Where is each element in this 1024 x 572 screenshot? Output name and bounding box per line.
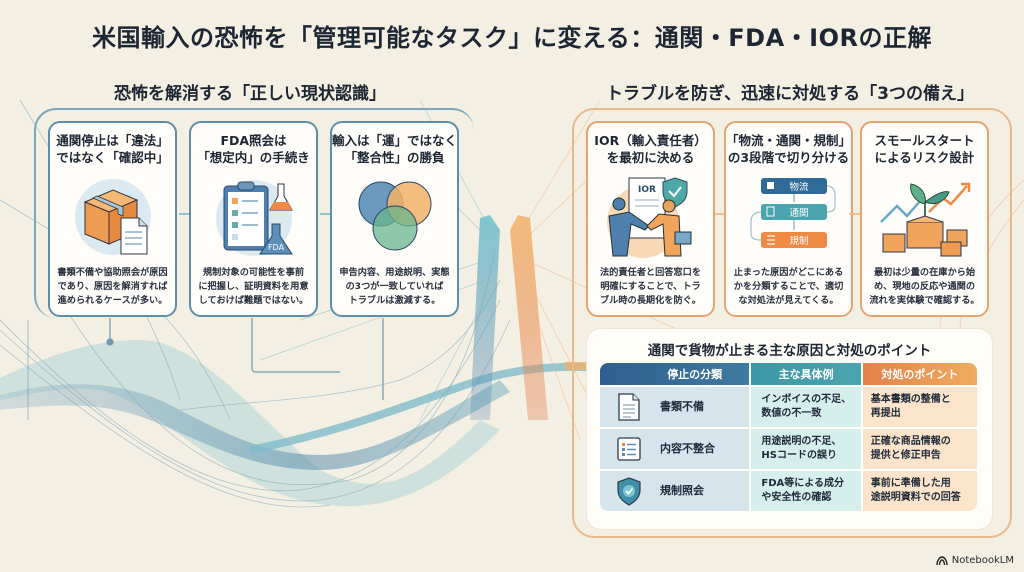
venn-diagram-icon	[358, 181, 431, 251]
card-title: FDA照会は 「想定内」の手続き	[197, 133, 310, 165]
left-section-frame	[34, 108, 474, 318]
notebooklm-logo-icon	[936, 555, 948, 565]
card-body: 申告内容、用途説明、実態 の3つが一致していれば トラブルは激減する。	[339, 267, 450, 306]
card-title: IOR（輸入責任者） を最初に決める	[594, 133, 707, 165]
right-card-ior: IOR（輸入責任者） を最初に決める IOR 法的責任者と回答窓口を 明確にする…	[586, 121, 715, 317]
category-label: 書類不備	[660, 400, 704, 413]
step-customs: 通関	[789, 208, 808, 219]
category-label: 規制照会	[660, 484, 704, 497]
table-title: 通関で貨物が止まる主な原因と対処のポイント	[647, 343, 932, 359]
table-row: 書類不備 インボイスの不足、 数値の不一致 基本書類の整備と 再提出	[600, 387, 977, 427]
header-example: 主な具体例	[751, 363, 861, 385]
example-text: インボイスの不足、 数値の不一致	[761, 394, 852, 419]
page-title: 米国輸入の恐怖を「管理可能なタスク」に変える：通関・FDA・IORの正解	[92, 24, 932, 52]
ior-label: IOR	[638, 185, 656, 195]
step-logistics: 物流	[789, 181, 809, 193]
left-card-consistency: 輸入は「運」ではなく 「整合性」の勝負 申告内容、用途説明、実態 の3つが一致し…	[330, 121, 459, 317]
table-row: 規制照会 FDA等による成分 や安全性の確認 事前に準備した用 途説明資料での回…	[600, 471, 977, 511]
example-text: FDA等による成分 や安全性の確認	[761, 478, 844, 503]
card-title: 通関停止は「違法」 ではなく「確認中」	[56, 133, 169, 165]
action-text: 正確な商品情報の 提供と修正申告	[870, 436, 951, 461]
three-step-flow-icon: 物流 通関 規制	[749, 178, 836, 248]
brand-label: NotebookLM	[951, 555, 1014, 566]
right-card-small-start: スモールスタート によるリスク設計 最初は少量の在庫から始 め、現地の反応や通関…	[860, 121, 989, 317]
header-action: 対処のポイント	[862, 363, 977, 385]
table-row: 内容不整合 用途説明の不足、 HSコードの誤り 正確な商品情報の 提供と修正申告	[600, 429, 977, 469]
causes-table: 停止の分類 主な具体例 対処のポイント 書類不備 インボイ	[598, 361, 979, 513]
card-body: 法的責任者と回答窓口を 明確にすることで、トラ ブル時の長期化を防ぐ。	[599, 267, 702, 306]
checklist-icon	[617, 437, 641, 461]
card-body: 最初は少量の在庫から始 め、現地の反応や通関の 流れを実体験で確認する。	[869, 267, 980, 306]
action-text: 基本書類の整備と 再提出	[870, 394, 951, 419]
action-text: 事前に準備した用 途説明資料での回答	[870, 478, 961, 503]
card-title: 「物流・通関・規制」 の3段階で切り分ける	[726, 133, 852, 165]
right-section-title: トラブルを防ぎ、迅速に対処する「3つの備え」	[606, 84, 974, 104]
left-card-customs-stop: 通関停止は「違法」 ではなく「確認中」 書類不備や協助照会が原因 であり、原因を…	[48, 121, 177, 317]
header-category: 停止の分類	[600, 363, 750, 385]
shield-check-icon	[617, 477, 641, 506]
handshake-document-icon: IOR	[606, 177, 691, 258]
table-header-row: 停止の分類 主な具体例 対処のポイント	[600, 363, 977, 385]
left-section-title: 恐怖を解消する「正しい現状認識」	[114, 84, 386, 104]
customs-stop-causes-panel: 通関で貨物が止まる主な原因と対処のポイント 停止の分類 主な具体例 対処のポイン…	[587, 329, 992, 529]
category-label: 内容不整合	[660, 442, 715, 455]
left-card-fda-inquiry: FDA照会は 「想定内」の手続き FDA 規制対象の可能性を事前 に把握し、証明…	[189, 121, 318, 317]
card-body: 止まった原因がどこにある かを分類することで、適切 な対処法が見えてくる。	[733, 267, 844, 306]
notebooklm-brand: NotebookLM	[936, 555, 1014, 566]
card-title: スモールスタート によるリスク設計	[874, 133, 975, 165]
fda-label: FDA	[267, 243, 284, 252]
card-title: 輸入は「運」ではなく 「整合性」の勝負	[332, 133, 458, 165]
step-regulation: 規制	[789, 235, 808, 247]
card-body: 規制対象の可能性を事前 に把握し、証明資料を用意 しておけば難題ではない。	[198, 267, 309, 306]
right-section-frame	[572, 108, 1012, 538]
right-card-three-stage: 「物流・通関・規制」 の3段階で切り分ける 物流 通関 規制 止まった原因がどこ…	[724, 121, 853, 317]
document-icon	[618, 393, 640, 421]
example-text: 用途説明の不足、 HSコードの誤り	[761, 436, 842, 461]
clipboard-flask-icon: FDA	[215, 180, 293, 256]
card-body: 書類不備や協助照会が原因 であり、原因を解消すれば 進められるケースが多い。	[57, 267, 168, 306]
box-with-document-icon	[74, 179, 151, 255]
sprout-boxes-growth-icon	[879, 182, 970, 257]
